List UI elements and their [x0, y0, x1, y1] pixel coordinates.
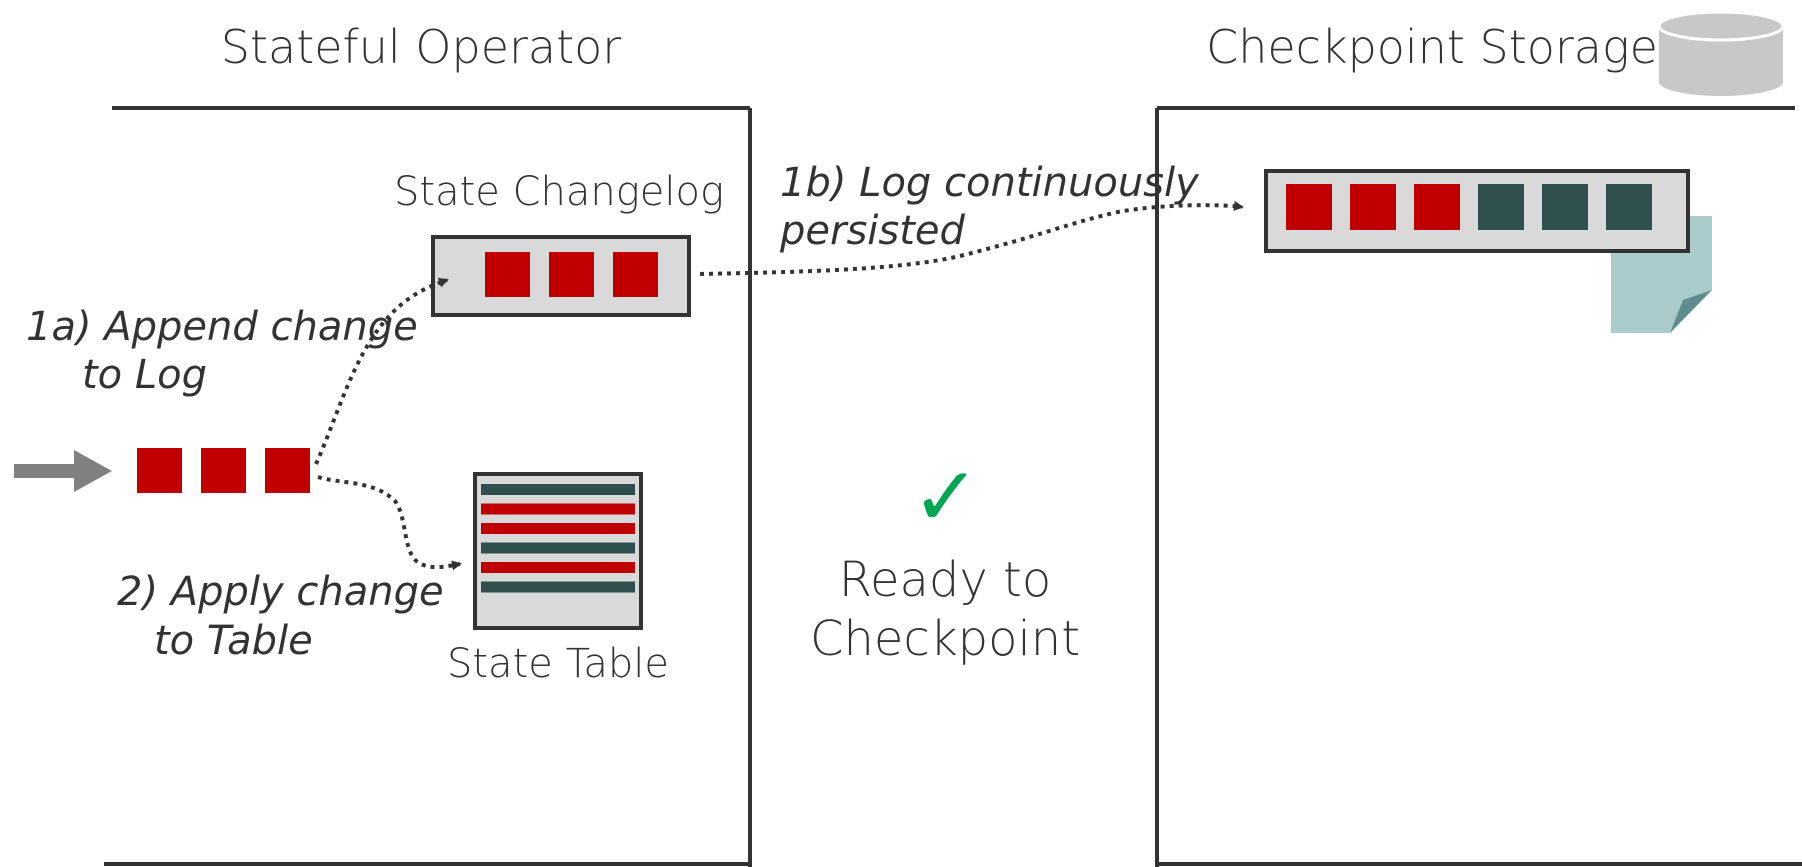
state-table-rows — [481, 484, 635, 593]
persisted-record — [1478, 184, 1524, 230]
changelog-records — [485, 252, 658, 297]
changelog-record — [485, 252, 530, 297]
state-table-row — [481, 581, 635, 593]
state-table-row — [481, 542, 635, 554]
append-arrow — [314, 277, 449, 465]
ready-label-line2: Checkpoint — [810, 611, 1080, 667]
input-records — [137, 448, 310, 493]
operator-title: Stateful Operator — [221, 20, 621, 74]
changelog-title: State Changelog — [394, 169, 724, 215]
step-1a-label-line2: to Log — [82, 352, 207, 398]
stateful-operator-box — [104, 106, 752, 867]
changelog-record — [613, 252, 658, 297]
input-record — [201, 448, 246, 493]
changelog-record — [549, 252, 594, 297]
arrow-right-icon — [14, 450, 112, 492]
table-title: State Table — [447, 641, 669, 687]
persisted-record — [1606, 184, 1652, 230]
persist-arrow — [699, 200, 1244, 276]
database-cylinder-icon — [1657, 10, 1785, 96]
state-table-row — [481, 523, 635, 534]
input-record — [265, 448, 310, 493]
state-table-row — [481, 484, 635, 495]
storage-title: Checkpoint Storage — [1206, 20, 1658, 74]
state-table-row — [481, 562, 635, 573]
checkpoint-storage-box — [1155, 106, 1802, 867]
step-2-label-line2: to Table — [154, 618, 313, 664]
check-icon: ✓ — [912, 450, 981, 545]
state-table-row — [481, 503, 635, 515]
ready-label-line1: Ready to — [839, 552, 1051, 608]
step-1a-label-line1: 1a) Append change — [26, 304, 418, 350]
step-1b-label-line1: 1b) Log continuously — [780, 160, 1200, 206]
input-record — [137, 448, 182, 493]
apply-arrow — [317, 475, 462, 571]
persisted-record — [1414, 184, 1460, 230]
persisted-record — [1542, 184, 1588, 230]
step-2-label-line1: 2) Apply change — [117, 569, 444, 615]
step-1b-label-line2: persisted — [779, 208, 966, 254]
persisted-record — [1286, 184, 1332, 230]
persisted-record — [1350, 184, 1396, 230]
persisted-records — [1286, 184, 1652, 230]
